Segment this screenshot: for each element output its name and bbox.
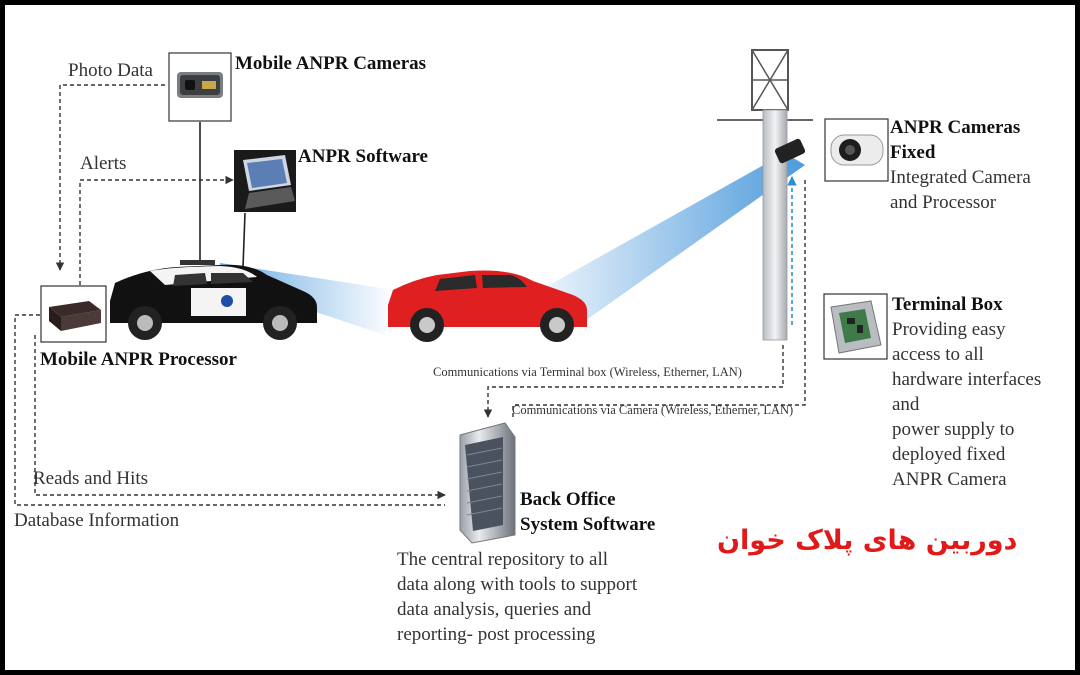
back-office-desc-1: The central repository to all <box>397 549 609 570</box>
terminal-box-title: Terminal Box <box>892 294 1003 315</box>
target-car <box>388 270 587 342</box>
terminal-box-desc-7: ANPR Camera <box>892 469 1007 490</box>
back-office-desc-2: data along with tools to support <box>397 574 638 595</box>
photo-data-label: Photo Data <box>68 60 153 81</box>
photo-data-connector <box>55 84 165 271</box>
terminal-box-icon <box>823 293 888 360</box>
alerts-label: Alerts <box>80 153 127 174</box>
back-office-title-1: Back Office <box>520 489 616 510</box>
fixed-camera-desc-1: Integrated Camera <box>890 167 1031 188</box>
alerts-connector <box>79 175 234 285</box>
server-rack-icon <box>459 422 516 544</box>
camera-comm-label: Communications via Camera (Wireless, Eth… <box>512 403 794 417</box>
back-office-title-2: System Software <box>520 514 656 535</box>
back-office-title-block: Back Office System Software <box>520 487 655 537</box>
police-car <box>110 260 317 340</box>
mobile-processor-title: Mobile ANPR Processor <box>40 349 237 370</box>
terminal-box-desc-6: deployed fixed <box>892 444 1006 465</box>
pole-camera-icon <box>774 138 806 164</box>
terminal-comm-label: Communications via Terminal box (Wireles… <box>433 365 742 379</box>
diagram-graphics <box>14 49 889 544</box>
terminal-box-desc-5: power supply to <box>892 419 1015 440</box>
anpr-diagram: Photo Data Alerts Reads and Hits Databas… <box>5 5 1075 670</box>
terminal-box-block: Terminal Box Providing easy access to al… <box>892 292 1041 492</box>
fixed-camera-block: ANPR Cameras Fixed Integrated Camera and… <box>890 115 1031 215</box>
database-info-label: Database Information <box>14 510 180 531</box>
mobile-camera-icon <box>168 52 232 122</box>
terminal-box-desc-2: access to all <box>892 344 984 365</box>
database-info-connector <box>14 314 445 506</box>
fixed-camera-icon <box>824 118 889 182</box>
fixed-camera-desc-2: and Processor <box>890 192 997 213</box>
terminal-box-desc-3: hardware interfaces <box>892 369 1042 390</box>
back-office-desc-block: The central repository to all data along… <box>397 547 637 647</box>
mobile-cameras-title: Mobile ANPR Cameras <box>235 53 427 74</box>
fixed-camera-beam <box>510 153 805 335</box>
terminal-box-desc-4: and <box>892 394 920 415</box>
terminal-comm-connector <box>483 345 784 418</box>
camera-comm-connector <box>512 180 806 420</box>
software-laptop-icon <box>234 150 296 212</box>
back-office-desc-3: data analysis, queries and <box>397 599 592 620</box>
fixed-camera-title-2: Fixed <box>890 142 936 163</box>
terminal-box-desc-1: Providing easy <box>892 319 1006 340</box>
reads-hits-label: Reads and Hits <box>33 468 149 489</box>
persian-watermark: دوربین های پلاک خوان <box>717 525 1018 556</box>
back-office-desc-4: reporting- post processing <box>397 624 596 645</box>
fixed-camera-title-1: ANPR Cameras <box>890 117 1021 138</box>
mobile-processor-icon <box>40 285 107 343</box>
software-title: ANPR Software <box>298 146 428 167</box>
